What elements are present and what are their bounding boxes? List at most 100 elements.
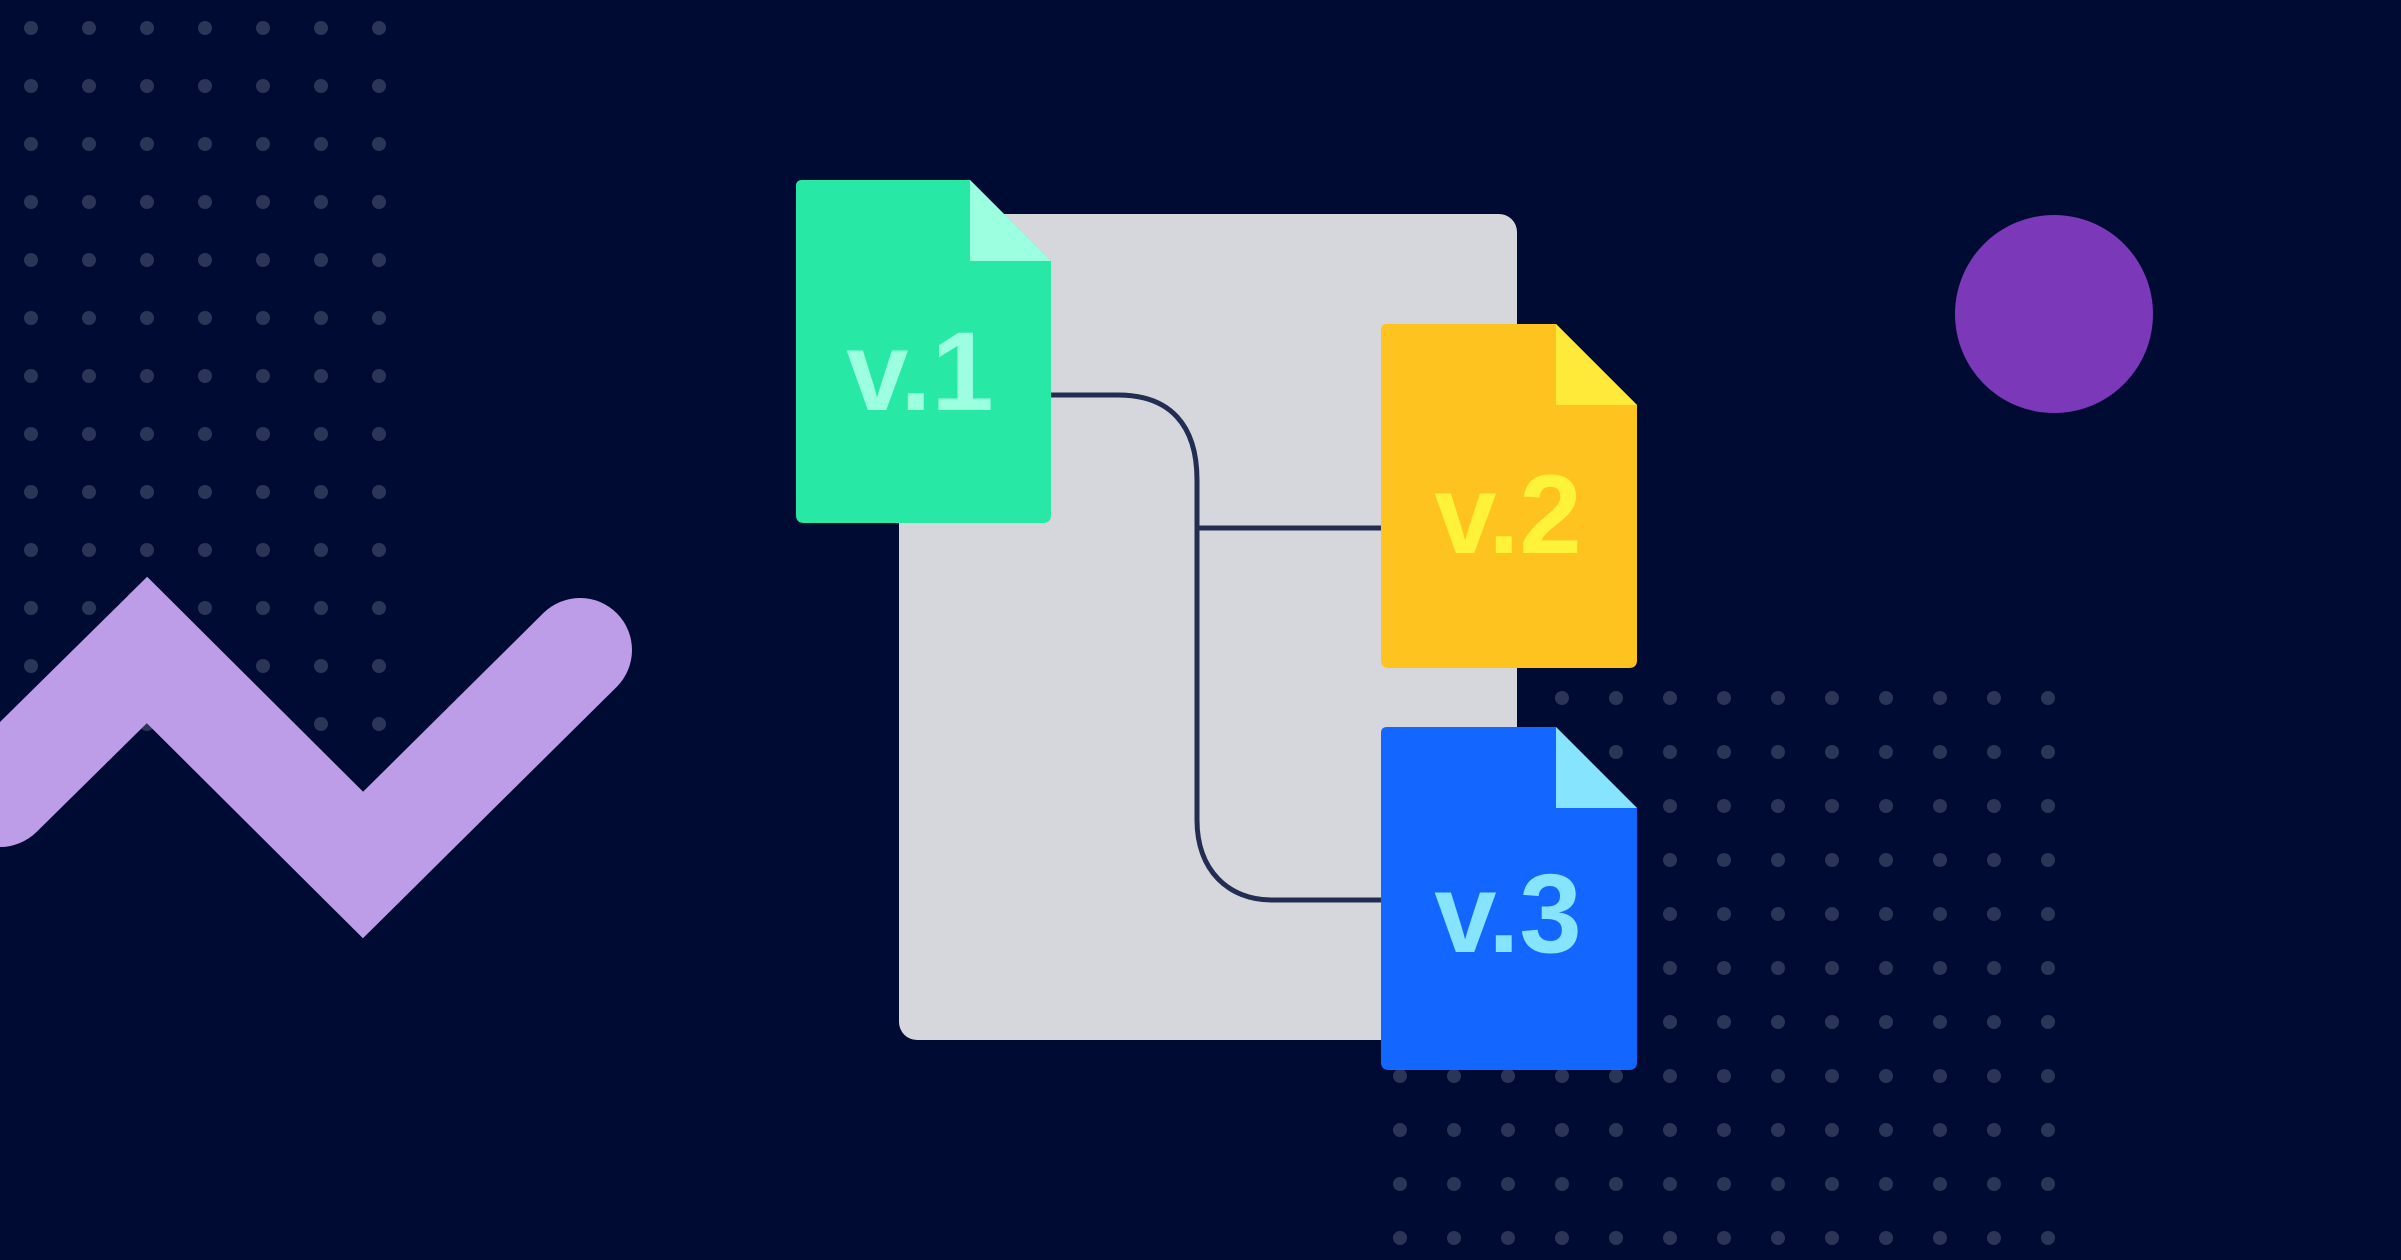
dot [1663, 1015, 1677, 1029]
dot [1825, 907, 1839, 921]
dot [1609, 1123, 1623, 1137]
file-fold [1556, 324, 1637, 405]
dot [1879, 1069, 1893, 1083]
dot [1663, 691, 1677, 705]
dot [198, 311, 212, 325]
dot [82, 485, 96, 499]
base-document [899, 214, 1517, 1040]
dot [198, 543, 212, 557]
dot [1933, 1069, 1947, 1083]
dot [198, 427, 212, 441]
dot [372, 195, 386, 209]
version-label: v.3 [1434, 851, 1581, 976]
dot [372, 427, 386, 441]
version-label: v.2 [1434, 452, 1581, 577]
dot [140, 369, 154, 383]
dot [1393, 1177, 1407, 1191]
dot [24, 311, 38, 325]
version-label: v.1 [846, 309, 993, 434]
dot [24, 427, 38, 441]
dot [1825, 799, 1839, 813]
dot [140, 427, 154, 441]
dot [2041, 907, 2055, 921]
dot [1771, 1231, 1785, 1245]
dot [82, 79, 96, 93]
dot [372, 601, 386, 615]
dot [372, 253, 386, 267]
dot [1717, 691, 1731, 705]
dot [1609, 1231, 1623, 1245]
dot [1717, 1015, 1731, 1029]
file-fold [970, 180, 1051, 261]
dot [82, 369, 96, 383]
dot [2041, 745, 2055, 759]
dot [1879, 1231, 1893, 1245]
dot [1987, 1123, 2001, 1137]
dot [140, 543, 154, 557]
dot [314, 21, 328, 35]
dot [1609, 1177, 1623, 1191]
dot [314, 195, 328, 209]
dot [2041, 1015, 2055, 1029]
dot [1879, 907, 1893, 921]
dot [1879, 1177, 1893, 1191]
dot [140, 253, 154, 267]
dot [256, 427, 270, 441]
dot [1825, 691, 1839, 705]
document-v3: v.3 [1381, 727, 1637, 1070]
dot [1825, 1123, 1839, 1137]
dot [198, 601, 212, 615]
dot [1717, 1123, 1731, 1137]
dot [1555, 1123, 1569, 1137]
dot [1879, 799, 1893, 813]
dot-grid-right [1393, 691, 2055, 1245]
file-fold [1556, 727, 1637, 808]
dot [1663, 961, 1677, 975]
dot [314, 137, 328, 151]
dot [82, 21, 96, 35]
dot [1717, 745, 1731, 759]
dot [140, 195, 154, 209]
dot [82, 137, 96, 151]
dot [256, 485, 270, 499]
dot [1447, 1069, 1461, 1083]
dot [1879, 1123, 1893, 1137]
dot [140, 137, 154, 151]
dot [314, 485, 328, 499]
document-v2: v.2 [1381, 324, 1637, 668]
dot [82, 601, 96, 615]
dot [1771, 961, 1785, 975]
dot [1501, 1123, 1515, 1137]
dot [256, 543, 270, 557]
dot [1609, 691, 1623, 705]
dot [198, 253, 212, 267]
dot [1393, 1231, 1407, 1245]
dot [1987, 1015, 2001, 1029]
dot [1663, 853, 1677, 867]
dot [1501, 1231, 1515, 1245]
dot [1501, 1069, 1515, 1083]
dot [372, 311, 386, 325]
dot [1987, 961, 2001, 975]
dot [1987, 745, 2001, 759]
dot [1933, 907, 1947, 921]
dot [1393, 1069, 1407, 1083]
dot [1825, 1177, 1839, 1191]
dot [1501, 1177, 1515, 1191]
dot [1987, 799, 2001, 813]
dot [1933, 1123, 1947, 1137]
dot [1879, 1015, 1893, 1029]
circle-icon [1955, 215, 2153, 413]
dot [1771, 1177, 1785, 1191]
connector-lines [1047, 392, 1383, 903]
dot [24, 485, 38, 499]
dot [314, 79, 328, 93]
dot [1717, 1177, 1731, 1191]
dot [1987, 1177, 2001, 1191]
dot [1825, 1015, 1839, 1029]
dot [314, 601, 328, 615]
dot [256, 601, 270, 615]
dot [1987, 907, 2001, 921]
dot [1555, 691, 1569, 705]
dot [1771, 745, 1785, 759]
